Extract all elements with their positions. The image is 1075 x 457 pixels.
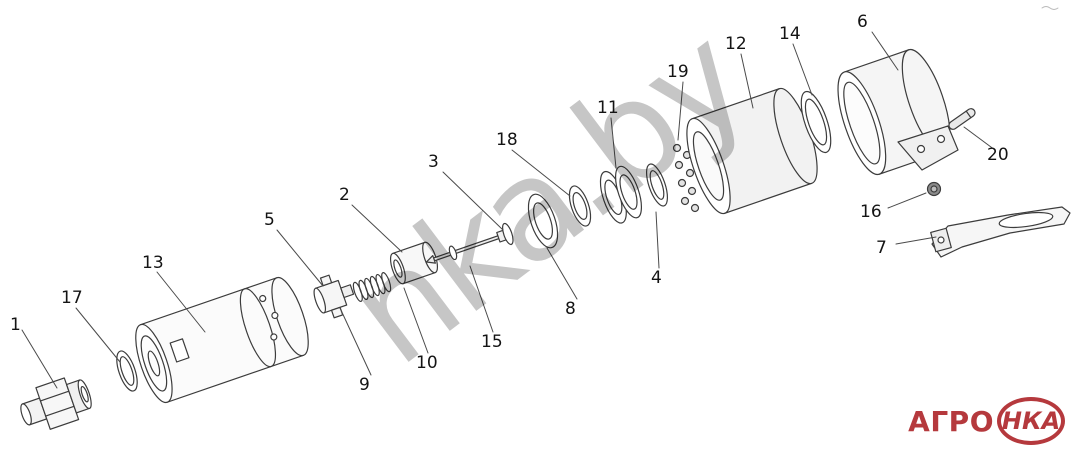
part-20-pin	[948, 108, 976, 130]
part-label-20: 20	[987, 145, 1009, 165]
part-label-17: 17	[61, 288, 83, 308]
part-label-16: 16	[860, 202, 882, 222]
part-2-bushing	[389, 241, 439, 285]
leader-line-6	[871, 31, 899, 71]
part-6-bracket	[897, 125, 959, 171]
leader-line-7	[895, 236, 937, 245]
spring	[352, 272, 392, 302]
leader-line-18	[511, 149, 571, 197]
leader-line-1	[21, 329, 58, 389]
part-label-14: 14	[779, 24, 801, 44]
part-18-ring	[568, 185, 592, 227]
part-label-13: 13	[142, 253, 164, 273]
part-label-5: 5	[264, 210, 275, 230]
part-label-1: 1	[10, 315, 21, 335]
part-1-fitting	[20, 377, 92, 430]
part-label-18: 18	[496, 130, 518, 150]
leader-line-13	[156, 271, 206, 333]
part-11-rings	[599, 165, 643, 224]
leader-line-16	[887, 192, 927, 209]
part-label-6: 6	[857, 12, 868, 32]
brand-logo: АГРО НКА	[908, 397, 1065, 445]
part-label-19: 19	[667, 62, 689, 82]
leader-line-10	[403, 287, 429, 354]
leader-line-2	[351, 204, 403, 253]
brand-logo-text: АГРО	[908, 404, 994, 438]
part-label-10: 10	[416, 353, 438, 373]
part-label-4: 4	[651, 268, 662, 288]
leader-line-11	[610, 117, 617, 169]
part-14-o-ring	[800, 90, 832, 154]
corner-mark-icon	[1041, 6, 1059, 10]
leader-line-15	[469, 265, 494, 333]
part-label-3: 3	[428, 152, 439, 172]
leader-line-17	[75, 307, 121, 363]
part-label-11: 11	[597, 98, 619, 118]
part-12-sleeve	[686, 87, 818, 215]
leader-line-9	[339, 307, 372, 376]
brand-logo-oval: НКА	[997, 397, 1065, 445]
part-16-cap	[926, 181, 942, 197]
part-label-8: 8	[565, 299, 576, 319]
part-13-cylinder-body	[135, 276, 309, 404]
leader-line-12	[740, 53, 754, 109]
leader-line-4	[655, 211, 660, 269]
part-15-valve-stem	[425, 222, 514, 264]
leader-line-5	[276, 229, 324, 287]
part-8-seal	[527, 193, 559, 249]
part-label-2: 2	[339, 185, 350, 205]
leader-line-20	[963, 126, 996, 151]
leader-line-8	[546, 247, 578, 300]
part-7-lever	[930, 206, 1071, 258]
part-label-9: 9	[359, 375, 370, 395]
part-label-7: 7	[876, 238, 887, 258]
part-label-15: 15	[481, 332, 503, 352]
part-17-o-ring	[116, 350, 138, 392]
leader-line-3	[442, 171, 504, 231]
part-4-ring	[645, 163, 669, 207]
leader-line-19	[677, 81, 684, 141]
leader-line-14	[792, 43, 813, 96]
part-9-valve	[313, 274, 355, 319]
part-label-12: 12	[725, 34, 747, 54]
leader-lines	[21, 31, 996, 389]
